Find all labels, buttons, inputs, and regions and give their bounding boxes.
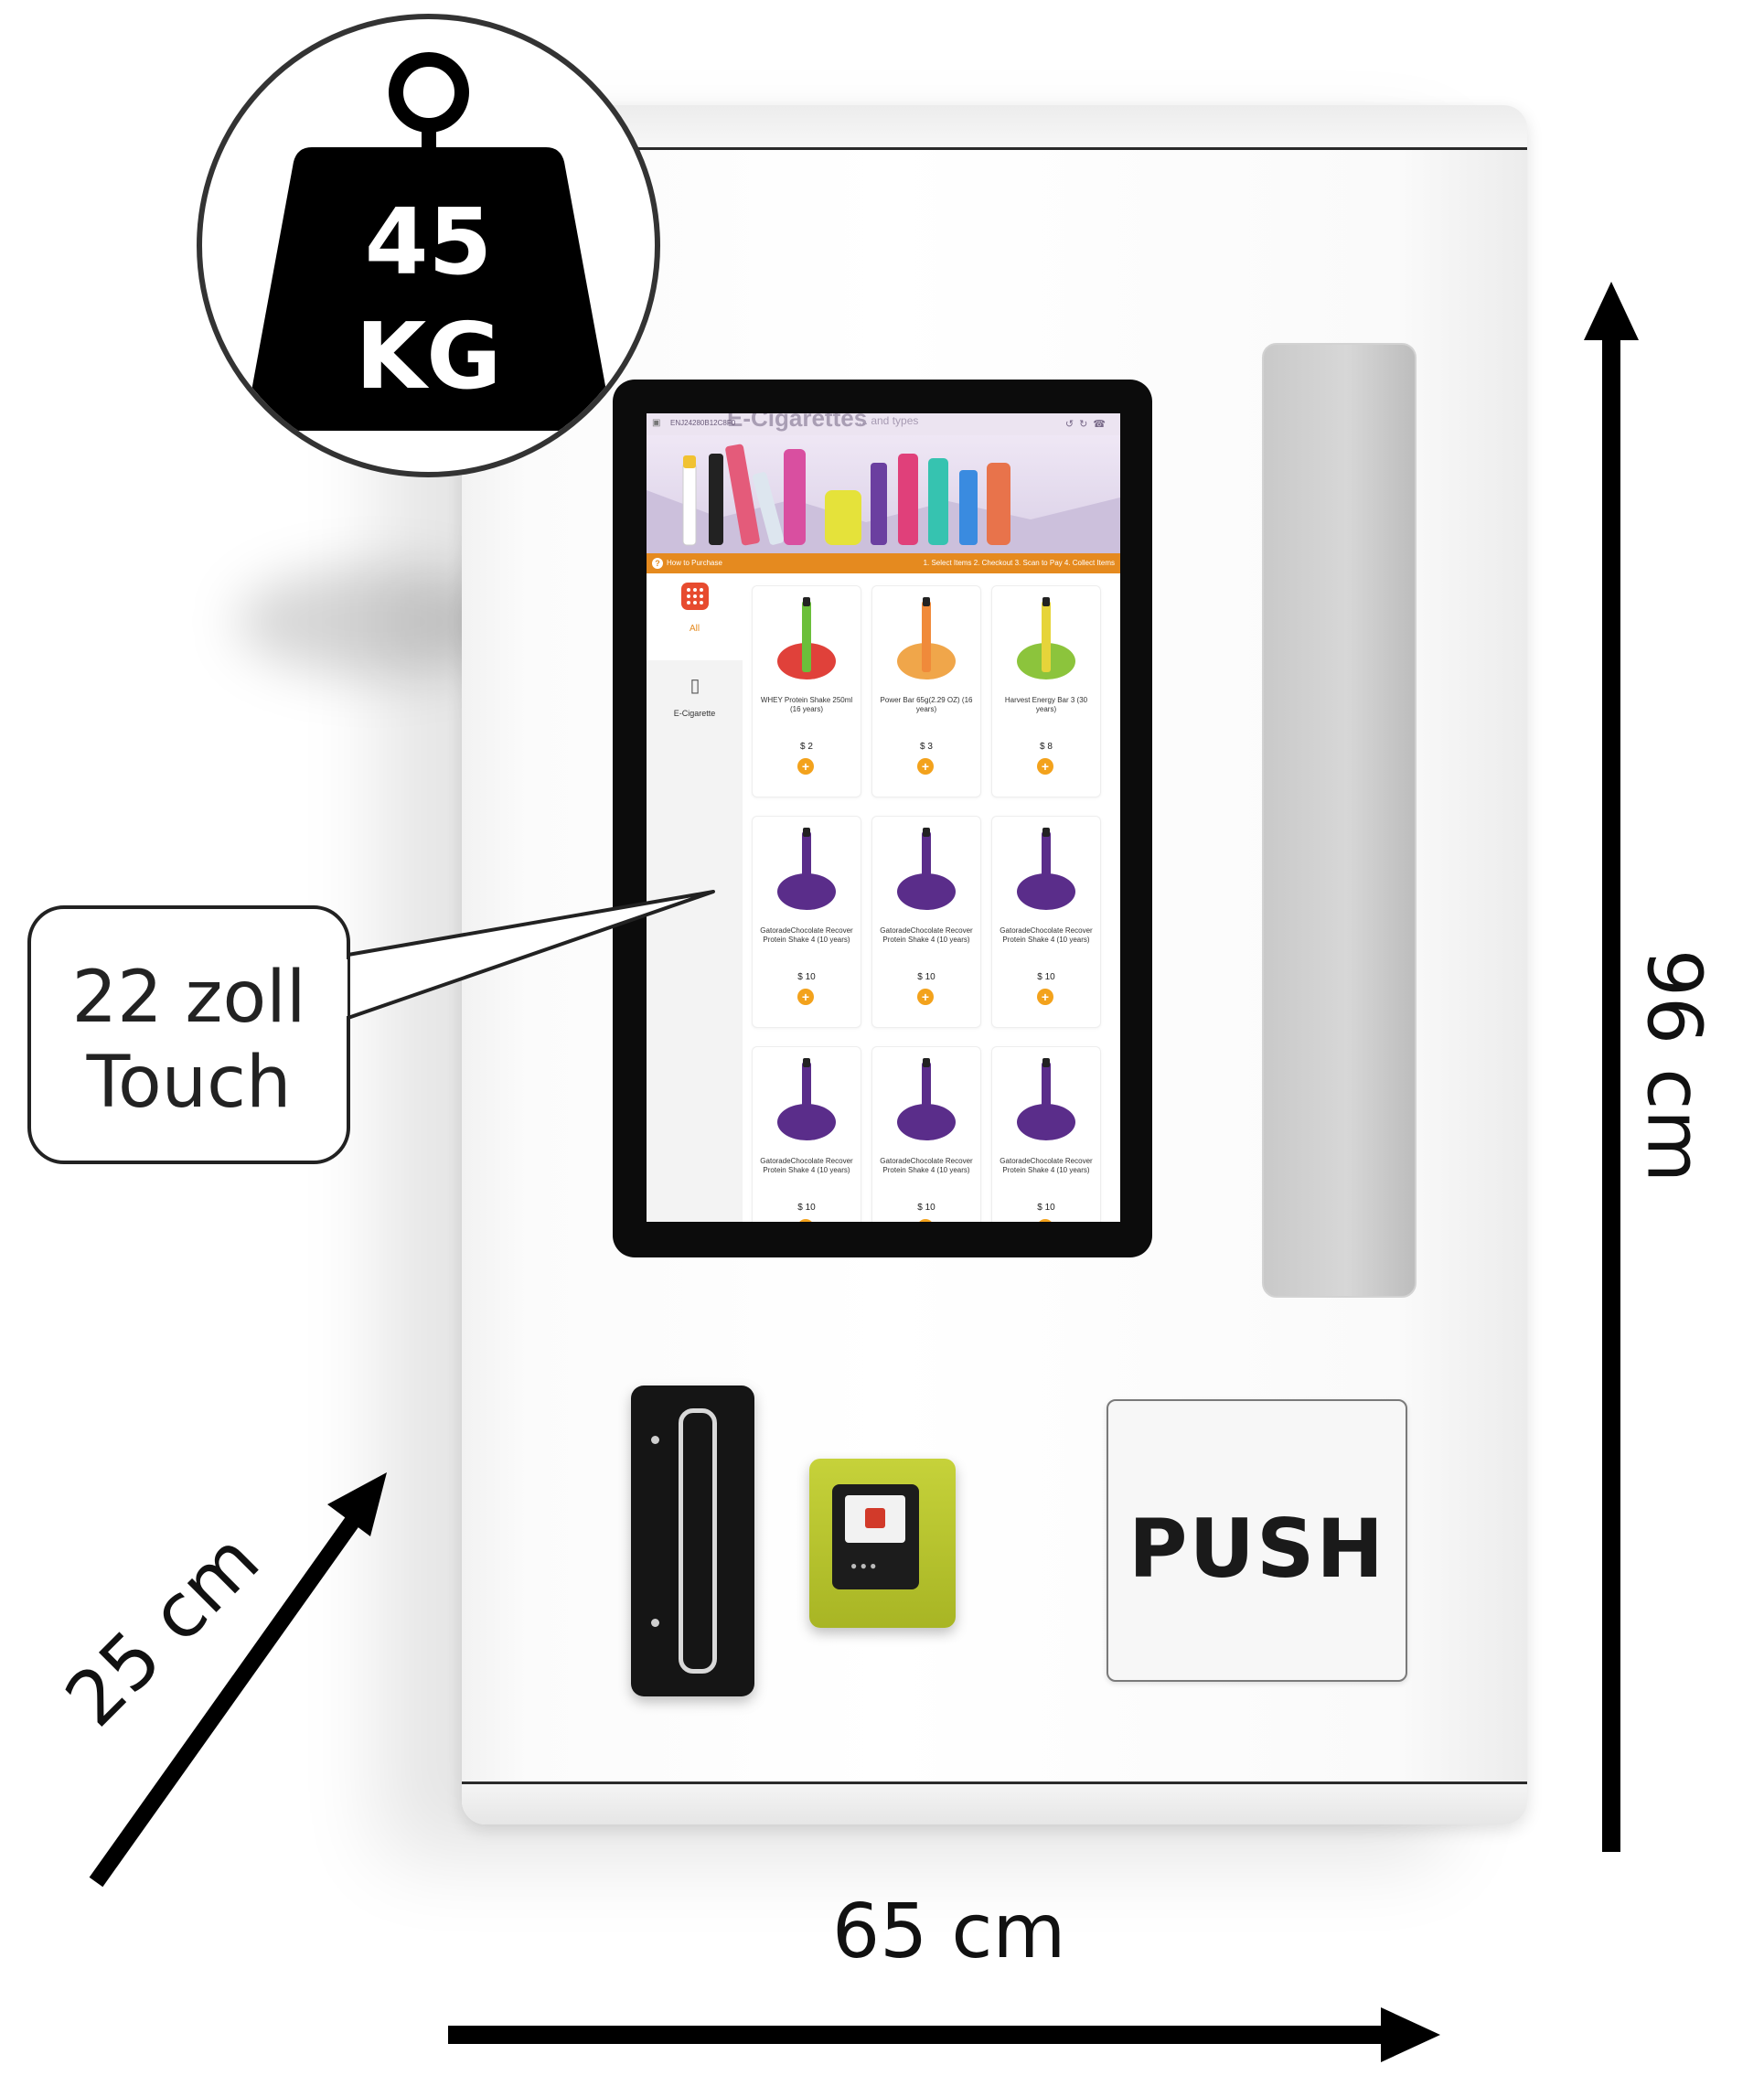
product-name: Harvest Energy Bar 3 (30 years) — [1004, 696, 1088, 713]
product-name: GatoradeChocolate Recover Protein Shake … — [760, 1157, 853, 1174]
how-to-purchase-label: How to Purchase — [667, 559, 722, 567]
weight-badge: 45 KG — [197, 14, 660, 477]
grid-icon — [681, 583, 709, 610]
product-image — [885, 595, 968, 687]
push-button-label: PUSH — [1128, 1502, 1385, 1596]
add-to-cart-button[interactable]: + — [1037, 758, 1053, 775]
product-price: $ 10 — [917, 1203, 935, 1213]
product-name: WHEY Protein Shake 250ml (16 years) — [760, 696, 853, 713]
screen-title: E-Cigarettes — [727, 413, 868, 432]
terminal-keys-icon: ● ● ● — [850, 1559, 877, 1572]
product-price: $ 8 — [1040, 742, 1053, 752]
add-to-cart-button[interactable]: + — [917, 989, 934, 1005]
add-to-cart-button[interactable]: + — [797, 758, 814, 775]
depth-arrow-head — [327, 1472, 387, 1536]
product-image — [765, 826, 848, 917]
terminal-display — [845, 1495, 905, 1543]
e-cigarette-banner-image — [647, 444, 1120, 553]
product-price: $ 10 — [797, 1203, 816, 1213]
product-name: GatoradeChocolate Recover Protein Shake … — [1000, 926, 1093, 944]
product-name: Power Bar 65g(2.29 OZ) (16 years) — [880, 696, 973, 713]
product-card[interactable]: GatoradeChocolate Recover Protein Shake … — [991, 816, 1101, 1028]
product-card[interactable]: Power Bar 65g(2.29 OZ) (16 years) $ 3 + — [871, 585, 981, 797]
product-price: $ 2 — [800, 742, 813, 752]
how-to-purchase-bar: ? How to Purchase 1. Select Items 2. Che… — [647, 553, 1120, 573]
bill-slot[interactable] — [679, 1408, 717, 1674]
pickup-window[interactable] — [1262, 343, 1417, 1298]
product-image — [765, 1056, 848, 1148]
weight-icon — [244, 52, 614, 431]
lock-icon: ▣ — [652, 418, 661, 428]
product-card[interactable]: GatoradeChocolate Recover Protein Shake … — [752, 816, 861, 1028]
product-image — [1005, 826, 1087, 917]
product-card[interactable]: Harvest Energy Bar 3 (30 years) $ 8 + — [991, 585, 1101, 797]
screen-subtitle: ... and types — [859, 414, 919, 427]
screen-size-callout: 22 zoll Touch — [27, 905, 350, 1164]
add-to-cart-button[interactable]: + — [917, 1219, 934, 1222]
product-card[interactable]: GatoradeChocolate Recover Protein Shake … — [871, 816, 981, 1028]
product-name: GatoradeChocolate Recover Protein Shake … — [760, 926, 853, 944]
purchase-steps: 1. Select Items 2. Checkout 3. Scan to P… — [923, 559, 1115, 567]
height-arrow-head — [1584, 282, 1639, 340]
callout-pointer — [341, 890, 715, 1022]
product-price: $ 10 — [797, 972, 816, 982]
product-card[interactable]: GatoradeChocolate Recover Protein Shake … — [752, 1046, 861, 1222]
push-button[interactable]: PUSH — [1107, 1399, 1407, 1682]
product-image — [765, 595, 848, 687]
width-label: 65 cm — [832, 1888, 1066, 1975]
weight-unit: KG — [355, 303, 502, 410]
terminal-screen: ● ● ● — [832, 1484, 919, 1589]
add-to-cart-button[interactable]: + — [1037, 989, 1053, 1005]
product-name: GatoradeChocolate Recover Protein Shake … — [880, 1157, 973, 1174]
width-arrow-head — [1381, 2007, 1440, 2062]
machine-top-edge — [462, 105, 1527, 150]
nav-icons[interactable]: ↺↻☎ — [1064, 419, 1111, 430]
product-card[interactable]: WHEY Protein Shake 250ml (16 years) $ 2 + — [752, 585, 861, 797]
machine-id: ENJ24280B12C8F0 — [670, 419, 736, 427]
product-card[interactable]: GatoradeChocolate Recover Protein Shake … — [991, 1046, 1101, 1222]
sidebar-item-label: All — [689, 624, 700, 634]
product-price: $ 10 — [917, 972, 935, 982]
product-grid: WHEY Protein Shake 250ml (16 years)$ 2+P… — [752, 585, 1117, 1222]
product-image — [885, 1056, 968, 1148]
add-to-cart-button[interactable]: + — [797, 989, 814, 1005]
product-image — [1005, 1056, 1087, 1148]
callout-size-text: 22 zoll — [71, 957, 306, 1039]
callout-seam — [340, 959, 347, 1016]
depth-arrow-line — [89, 1503, 369, 1888]
product-name: GatoradeChocolate Recover Protein Shake … — [1000, 1157, 1093, 1174]
product-image — [885, 826, 968, 917]
card-payment-terminal[interactable]: ● ● ● — [809, 1459, 956, 1628]
product-image — [1005, 595, 1087, 687]
add-to-cart-button[interactable]: + — [1037, 1219, 1053, 1222]
product-price: $ 10 — [1037, 972, 1055, 982]
product-banner — [647, 435, 1120, 553]
product-price: $ 10 — [1037, 1203, 1055, 1213]
product-price: $ 3 — [920, 742, 933, 752]
add-to-cart-button[interactable]: + — [797, 1219, 814, 1222]
callout-touch-text: Touch — [86, 1042, 292, 1124]
bill-acceptor[interactable] — [631, 1386, 754, 1696]
machine-bottom-edge — [462, 1781, 1527, 1824]
info-icon: ? — [652, 558, 663, 569]
sidebar-item-all[interactable]: All — [647, 573, 743, 660]
terminal-logo-icon — [865, 1508, 885, 1528]
add-to-cart-button[interactable]: + — [917, 758, 934, 775]
e-cigarette-icon[interactable]: ▯ — [690, 676, 700, 696]
touch-screen[interactable]: ▣ ENJ24280B12C8F0 E-Cigarettes ... and t… — [647, 413, 1120, 1222]
product-card[interactable]: GatoradeChocolate Recover Protein Shake … — [871, 1046, 981, 1222]
height-label: 96 cm — [1630, 948, 1717, 1183]
weight-value: 45 — [364, 188, 493, 295]
sidebar-item-e-cigarette[interactable]: E-Cigarette — [673, 709, 716, 718]
product-name: GatoradeChocolate Recover Protein Shake … — [880, 926, 973, 944]
